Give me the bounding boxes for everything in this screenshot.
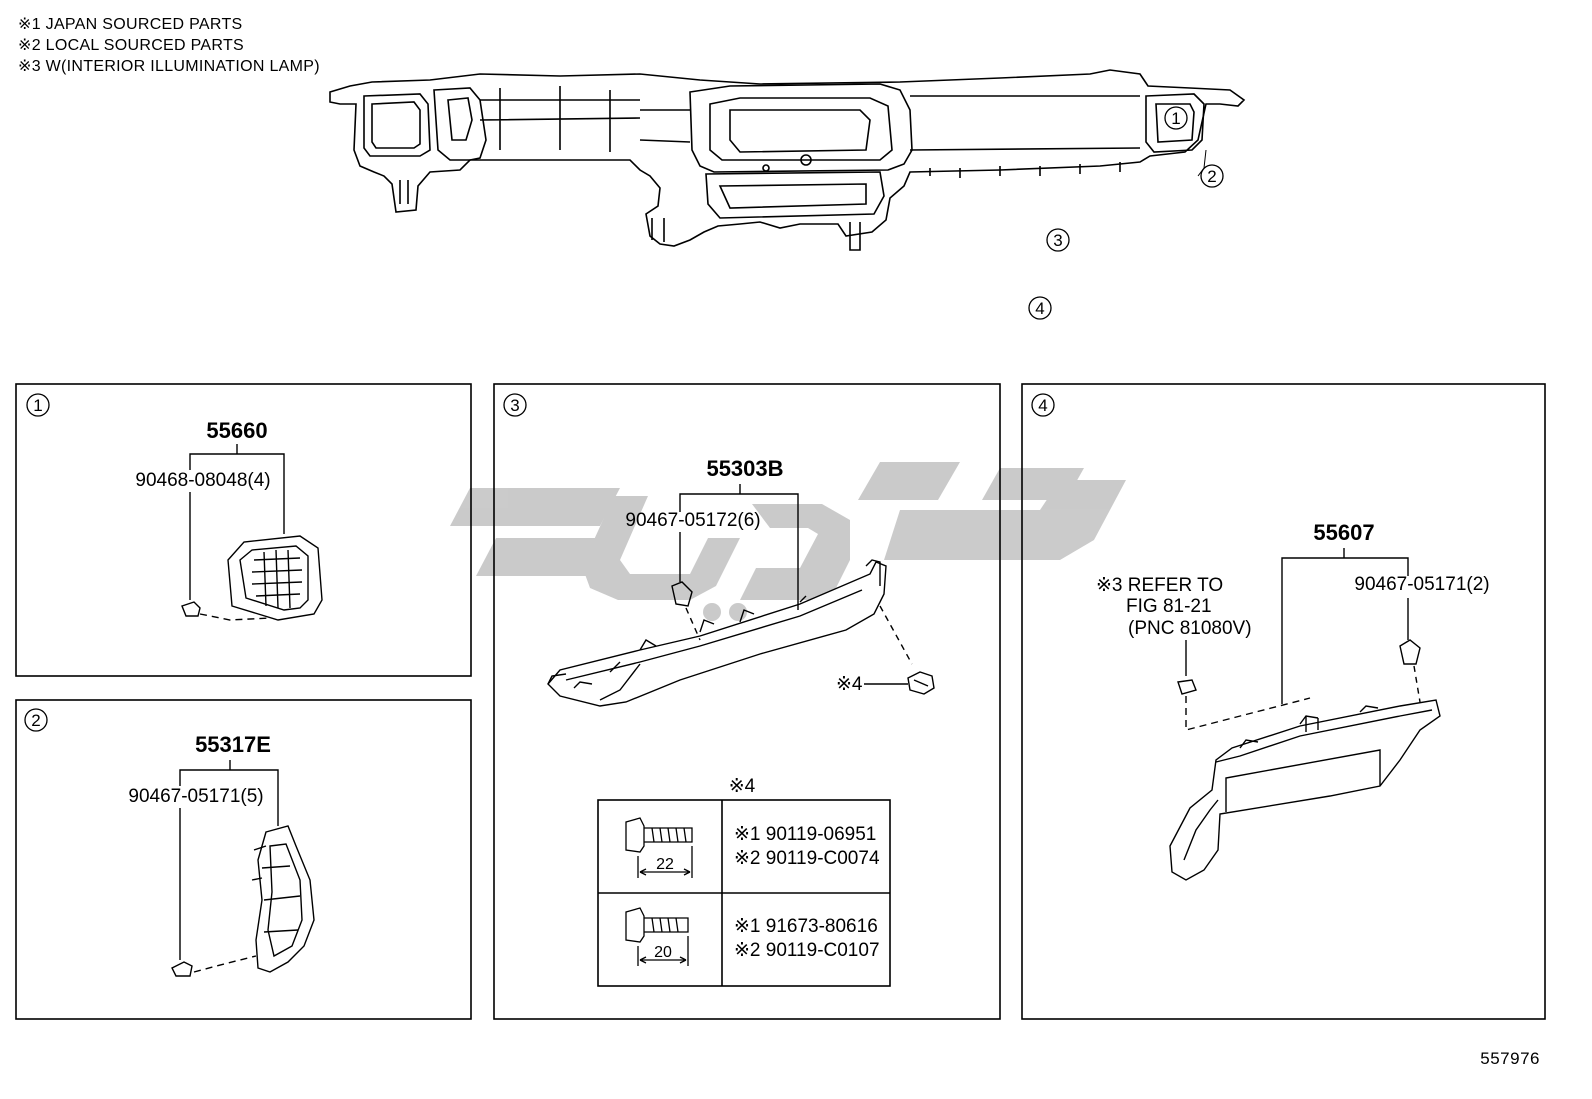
panel-1-part-number: 55660	[206, 418, 267, 443]
panel-2-clip-number: 90467-05171(5)	[128, 786, 263, 807]
notes-legend: ※1 JAPAN SOURCED PARTS ※2 LOCAL SOURCED …	[18, 14, 320, 77]
note-interior-lamp: ※3 W(INTERIOR ILLUMINATION LAMP)	[18, 58, 320, 75]
panel-4-index: 4	[1038, 396, 1047, 415]
screw-table-title: ※4	[729, 776, 756, 797]
panel-3-index: 3	[510, 396, 519, 415]
panel-2-index: 2	[31, 711, 40, 730]
panel-3: 3 55303B 90467-05172(6) ※4 ※4	[493, 383, 1001, 1020]
callout-label-4: 4	[1035, 299, 1044, 318]
note-japan-sourced: ※1 JAPAN SOURCED PARTS	[18, 16, 243, 33]
panel-4-ref-line1: ※3 REFER TO	[1096, 575, 1223, 596]
watermark-logo	[450, 462, 1126, 621]
panel-4-ref-line2: FIG 81-21	[1126, 596, 1212, 617]
callout-label-1: 1	[1171, 109, 1180, 128]
bolt-22-illustration	[625, 817, 693, 878]
screw-row2-local: ※2 90119-C0107	[734, 940, 880, 961]
panel-4-clip-number: 90467-05171(2)	[1354, 574, 1489, 595]
diagram-id: 557976	[1480, 1049, 1540, 1068]
callout-label-3: 3	[1053, 231, 1062, 250]
callout-group-top	[1028, 106, 1224, 320]
screw-row1-japan: ※1 90119-06951	[734, 824, 876, 845]
callout-circle-2	[1200, 164, 1224, 188]
bolt-20-illustration	[625, 907, 689, 966]
bolt-length-22: 22	[656, 856, 674, 873]
bolt-length-20: 20	[654, 944, 672, 961]
panel-2: 2 55317E 90467-05171(5)	[15, 699, 472, 1020]
panel-3-screw-ref: ※4	[836, 674, 863, 695]
panel-4: 4 55607 90467-05171(2) ※3 REFER TO FIG 8…	[1021, 383, 1546, 1020]
panel-3-clip-number: 90467-05172(6)	[625, 510, 760, 531]
screw-row1-local: ※2 90119-C0074	[734, 848, 880, 869]
callout-circle-3	[1046, 228, 1070, 252]
panel-1-index: 1	[33, 396, 42, 415]
panel-4-part-number: 55607	[1313, 520, 1374, 545]
panel-1-clip-number: 90468-08048(4)	[135, 470, 270, 491]
instrument-panel-overview	[329, 69, 1246, 251]
panel-1: 1 55660 90468-08048(4)	[15, 383, 472, 677]
panel-3-part-number: 55303B	[706, 456, 783, 481]
callout-label-2: 2	[1207, 167, 1216, 186]
screw-row2-japan: ※1 91673-80616	[734, 916, 878, 937]
note-local-sourced: ※2 LOCAL SOURCED PARTS	[18, 37, 244, 54]
screw-table: 22 ※1 90119-06951 ※2 90119-C0074 20 ※1 9…	[597, 799, 891, 987]
panel-2-part-number: 55317E	[195, 732, 271, 757]
callout-circle-4	[1028, 296, 1052, 320]
panel-4-ref-line3: (PNC 81080V)	[1128, 618, 1252, 639]
callout-circle-1	[1164, 106, 1188, 130]
